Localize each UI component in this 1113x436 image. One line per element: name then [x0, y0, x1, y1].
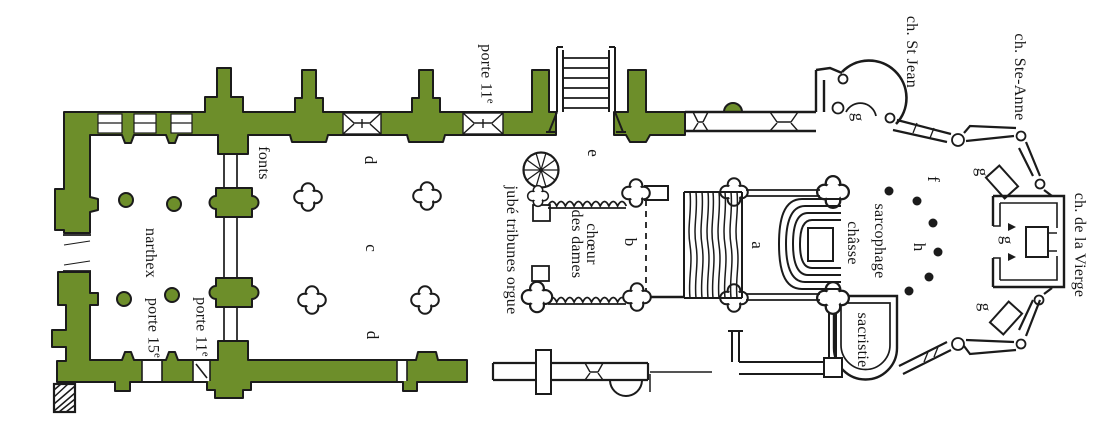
hatched-pier: [52, 382, 77, 414]
letter-b: b: [621, 237, 640, 247]
label-chasse: châsse: [844, 221, 861, 265]
north-porch-stairs: [546, 46, 626, 133]
letter-d-south-aisle: d: [363, 330, 382, 340]
chevet-and-chapels: [831, 59, 1066, 375]
label-sacristie: sacristie: [854, 312, 871, 368]
label-jube-tribunes-orgue: jubé tribunes orgue: [503, 185, 520, 315]
letter-g-chapel-southeast: g: [976, 302, 995, 312]
label-porte-11e-north: porte 11e: [477, 44, 496, 104]
label-sarcophage: sarcophage: [871, 203, 888, 279]
letter-a-choir: a: [748, 241, 767, 249]
letter-e: e: [584, 149, 603, 157]
label-chapelle-ste-anne: ch. Ste-Anne: [1011, 33, 1028, 121]
jube-choeur-des-dames: [522, 151, 684, 305]
label-porte-11e-south: porte 11e: [192, 297, 211, 357]
label-narthex: narthex: [142, 227, 159, 279]
letter-f-ambulatory: f: [924, 176, 943, 182]
label-chapelle-de-la-vierge: ch. de la Vierge: [1071, 192, 1088, 298]
letter-g-chapel-vierge: g: [998, 235, 1017, 245]
letter-c-nave: c: [362, 244, 381, 252]
south-walls: [491, 305, 843, 397]
letter-h-hemicycle: h: [910, 242, 929, 252]
wall-openings: [63, 112, 504, 381]
letter-d-north-aisle: d: [361, 155, 380, 165]
letter-g-chapel-st-jean: g: [849, 112, 868, 122]
label-chapelle-st-jean: ch. St Jean: [903, 15, 920, 89]
north-wall-east: [685, 66, 843, 133]
label-fonts: fonts: [255, 146, 272, 180]
letter-g-chapel-ste-anne: g: [973, 167, 992, 177]
label-porte-15e: porte 15e: [144, 297, 163, 359]
choir-steps-and-sanctuary: [683, 186, 943, 301]
